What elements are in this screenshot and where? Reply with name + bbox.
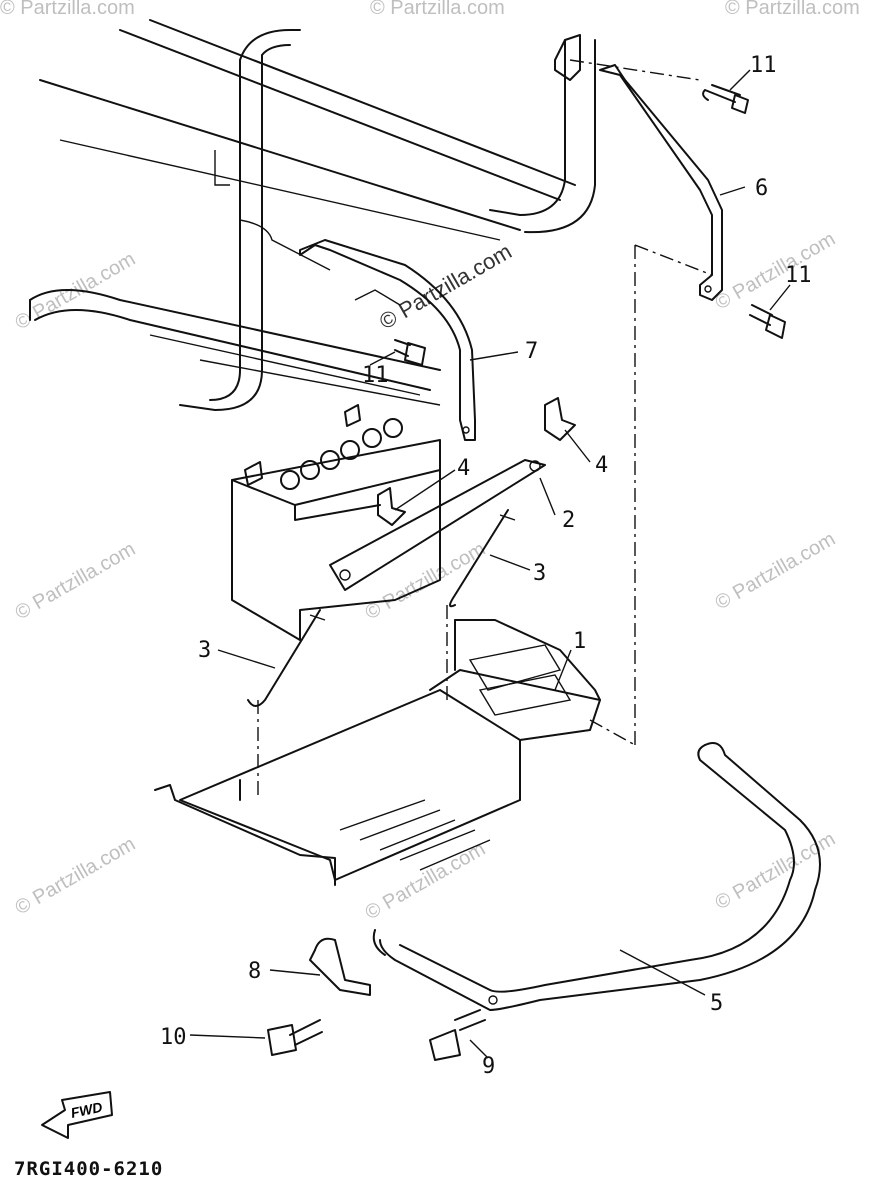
part-6-stay [554, 34, 723, 301]
watermark: © Partzilla.com [362, 538, 490, 624]
figure-code: 7RGI400-6210 [14, 1158, 164, 1180]
part-label: 1 [573, 629, 586, 654]
bolt-11-middle [749, 304, 786, 339]
part-7-stay [299, 239, 476, 441]
bolt-11-upper [702, 84, 749, 114]
part-label: 10 [160, 1025, 187, 1050]
watermark: © Partzilla.com [362, 838, 490, 924]
part-label: 3 [533, 561, 546, 586]
part-label: 4 [595, 453, 608, 478]
leader-lines [189, 69, 791, 1059]
part-label: 5 [710, 991, 723, 1016]
part-label: 8 [248, 959, 261, 984]
wing-nut-4-left [377, 487, 406, 526]
watermark: © Partzilla.com [725, 0, 860, 19]
part-10-bolt [267, 1019, 323, 1056]
part-5-handle [372, 742, 821, 1011]
vehicle-frame [29, 19, 596, 411]
part-3-rod-right [449, 509, 516, 608]
fwd-label: FWD [69, 1099, 104, 1121]
part-label: 2 [562, 508, 575, 533]
part-1-battery-tray [154, 619, 601, 886]
part-8-clamp [309, 937, 371, 996]
part-label: 9 [482, 1054, 495, 1079]
battery [231, 404, 441, 641]
watermark: © Partzilla.com [12, 538, 140, 624]
part-label: 11 [362, 363, 389, 388]
part-label: 6 [755, 176, 768, 201]
watermark: © Partzilla.com [370, 0, 505, 19]
part-label: 11 [785, 263, 812, 288]
watermark: © Partzilla.com [0, 0, 135, 19]
part-label: 3 [198, 638, 211, 663]
part-label: 4 [457, 456, 470, 481]
part-label: 11 [750, 53, 777, 78]
part-3-rod-left [247, 609, 326, 707]
fwd-arrow-icon: FWD [41, 1091, 113, 1139]
wing-nut-4-right [544, 397, 576, 441]
part-9-bolt [429, 1009, 486, 1061]
part-label: 7 [525, 339, 538, 364]
watermark: © Partzilla.com [12, 833, 140, 919]
watermark: © Partzilla.com [712, 228, 840, 314]
bolt-11-lower [394, 339, 426, 366]
part-2-holder-bar [329, 459, 546, 591]
alignment-lines [257, 244, 713, 800]
watermark: © Partzilla.com [712, 528, 840, 614]
part-labels: 1 2 3 3 4 4 5 6 7 8 9 10 11 11 11 [160, 53, 812, 1079]
